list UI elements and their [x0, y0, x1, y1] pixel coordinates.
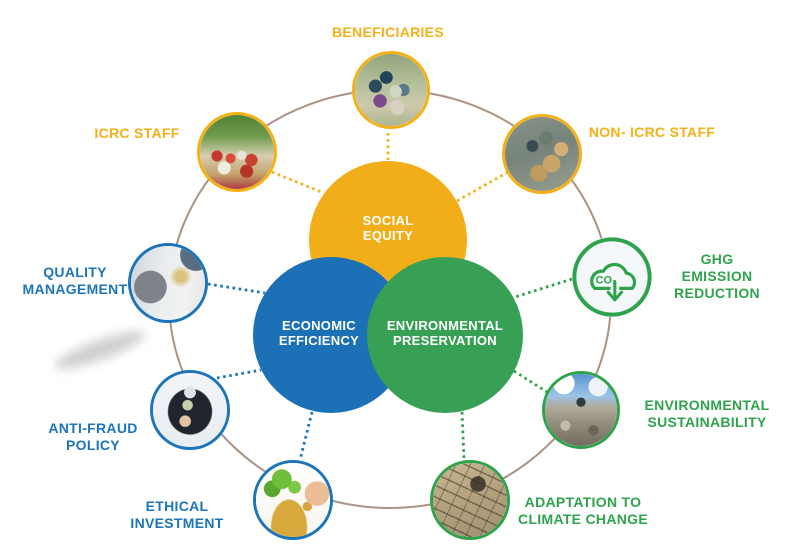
quality-management-photo — [131, 246, 205, 320]
icrc-staff-photo — [200, 115, 274, 189]
connector-adaptation — [460, 411, 466, 460]
co2-cloud-icon: CO₂ — [572, 237, 652, 317]
venn-label-economic-efficiency: ECONOMIC EFFICIENCY — [278, 318, 360, 348]
connector-environmental-sustainability — [513, 369, 548, 394]
node-anti-fraud-policy — [150, 370, 230, 450]
connector-non-icrc-staff — [456, 170, 509, 203]
node-non-icrc-staff — [502, 114, 582, 194]
label-non-icrc-staff: NON- ICRC STAFF — [588, 124, 716, 140]
drought-cracked-earth-photo — [433, 463, 507, 537]
connector-anti-fraud — [216, 368, 262, 380]
connector-ethical-investment — [298, 411, 314, 461]
co2-icon-text: CO₂ — [596, 275, 617, 287]
anti-fraud-photo — [153, 373, 227, 447]
label-environmental-sustainability: ENVIRONMENTAL SUSTAINABILITY — [644, 397, 770, 430]
venn-label-social-equity: SOCIAL EQUITY — [362, 213, 414, 243]
ethical-investment-photo — [256, 463, 330, 537]
node-environmental-sustainability — [542, 371, 620, 449]
connector-quality-management — [207, 282, 266, 295]
label-quality-management: QUALITY MANAGEMENT — [22, 264, 128, 297]
venn-circle-environmental-preservation — [367, 257, 523, 413]
connector-icrc-staff — [271, 170, 325, 195]
node-icrc-staff — [197, 112, 277, 192]
label-anti-fraud-policy: ANTI-FRAUD POLICY — [48, 420, 138, 453]
environmental-sustainability-photo — [545, 374, 617, 446]
venn-label-environmental-preservation: ENVIRONMENTAL PRESERVATION — [386, 318, 504, 348]
label-adaptation-climate-change: ADAPTATION TO CLIMATE CHANGE — [518, 494, 648, 527]
non-icrc-staff-photo — [505, 117, 579, 191]
node-adaptation-climate-change — [430, 460, 510, 540]
label-ethical-investment: ETHICAL INVESTMENT — [130, 498, 224, 531]
node-quality-management — [128, 243, 208, 323]
label-ghg-emission-reduction: GHG EMISSION REDUCTION — [674, 251, 760, 301]
node-ghg-emission-reduction: CO₂ — [572, 237, 652, 317]
node-ethical-investment — [253, 460, 333, 540]
beneficiaries-photo — [355, 54, 427, 126]
label-icrc-staff: ICRC STAFF — [94, 125, 180, 141]
connector-ghg — [511, 277, 573, 300]
node-beneficiaries — [352, 51, 430, 129]
label-beneficiaries: BENEFICIARIES — [331, 24, 445, 40]
